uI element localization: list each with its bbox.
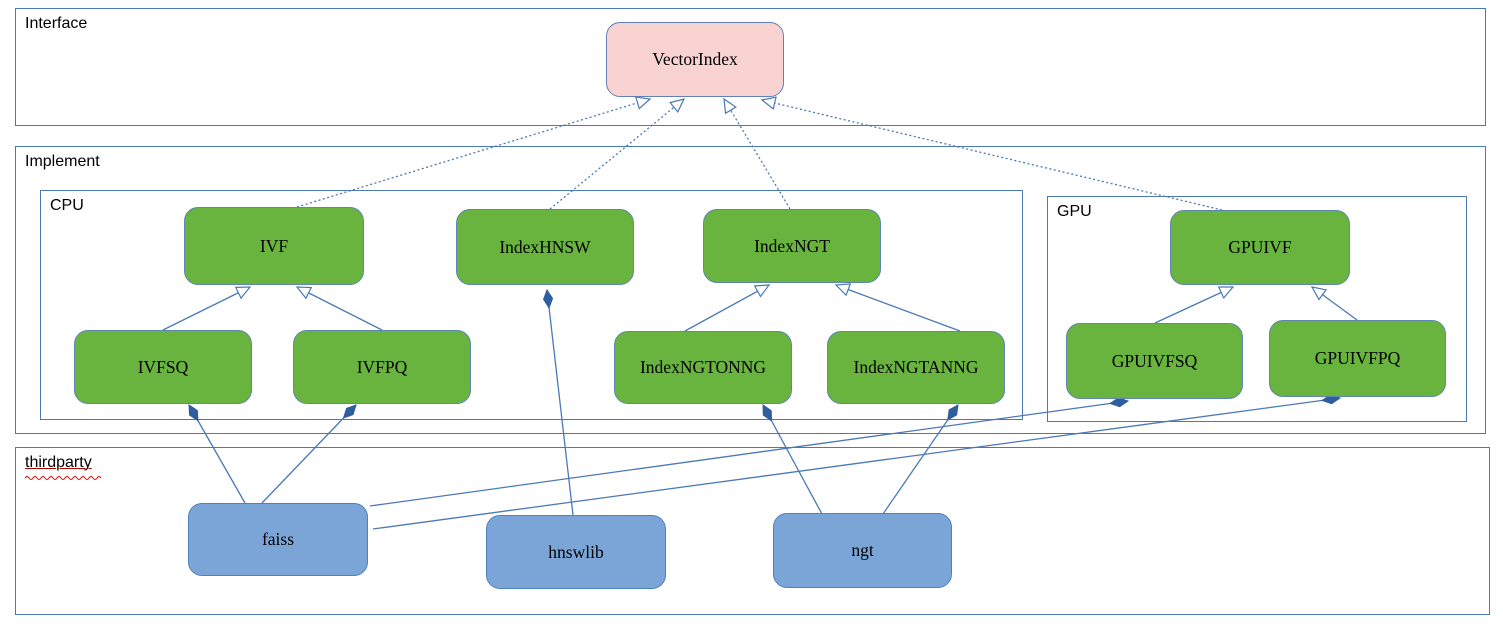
node-indexngt-label: IndexNGT	[754, 235, 830, 256]
container-gpu-label: GPU	[1057, 203, 1092, 220]
node-ivf-label: IVF	[259, 235, 289, 256]
container-interface-label: Interface	[25, 15, 88, 32]
node-ivf: IVF	[184, 207, 364, 285]
node-ivfpq: IVFPQ	[293, 330, 471, 404]
node-gpuivfsq-label: GPUIVFSQ	[1111, 350, 1198, 371]
node-ivfsq-label: IVFSQ	[137, 356, 189, 377]
node-faiss: faiss	[188, 503, 368, 576]
node-indexhnsw: IndexHNSW	[456, 209, 634, 285]
node-vectorindex-label: VectorIndex	[652, 49, 738, 69]
container-thirdparty-label: thirdparty	[25, 454, 92, 471]
node-indexngtanng: IndexNGTANNG	[827, 331, 1005, 404]
node-faiss-label: faiss	[261, 529, 295, 549]
node-gpuivf: GPUIVF	[1170, 210, 1350, 285]
container-implement-label: Implement	[25, 153, 100, 170]
node-ngt: ngt	[773, 513, 952, 588]
node-gpuivfsq: GPUIVFSQ	[1066, 323, 1243, 399]
node-gpuivf-label: GPUIVF	[1228, 237, 1292, 257]
node-gpuivfpq: GPUIVFPQ	[1269, 320, 1446, 397]
node-ivfsq: IVFSQ	[74, 330, 252, 404]
node-gpuivfpq-label: GPUIVFPQ	[1314, 348, 1401, 368]
node-indexhnsw-label: IndexHNSW	[499, 236, 591, 257]
spellcheck-squiggle-underline	[25, 476, 102, 480]
node-ngt-label: ngt	[851, 540, 874, 560]
container-cpu-label: CPU	[50, 197, 84, 214]
node-indexngtonng-label: IndexNGTONNG	[639, 357, 767, 377]
node-hnswlib-label: hnswlib	[548, 541, 604, 562]
node-hnswlib: hnswlib	[486, 515, 666, 589]
node-indexngtanng-label: IndexNGTANNG	[853, 357, 979, 377]
node-indexngt: IndexNGT	[703, 209, 881, 283]
node-indexngtonng: IndexNGTONNG	[614, 331, 792, 404]
node-ivfpq-label: IVFPQ	[356, 356, 408, 377]
node-vectorindex: VectorIndex	[606, 22, 784, 97]
